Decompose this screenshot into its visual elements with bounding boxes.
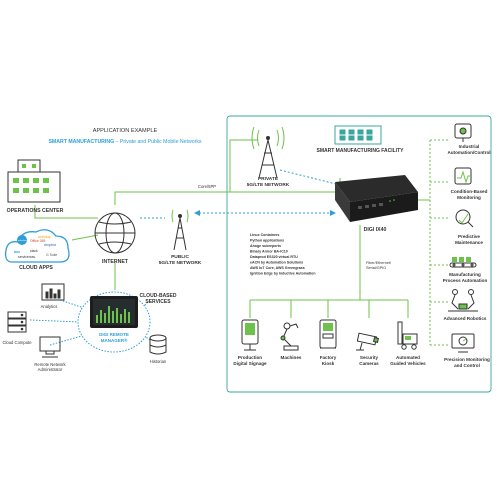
cloud-logo-salesforce: salesforce [18, 239, 29, 242]
cloud-logo-workday: workday [38, 235, 51, 239]
public-tower-icon [171, 209, 189, 251]
cloud-services-oval [77, 291, 151, 353]
security-camera-icon [356, 332, 379, 351]
cloud-logo-servicenow: servicenow. [18, 255, 36, 259]
outcome-label-4b: Process Automation [443, 278, 488, 283]
drm-label-1: DIGI REMOTE [99, 332, 129, 337]
internet-to-core-line [114, 178, 341, 205]
cloud-to-internet-line [71, 234, 99, 241]
asset-label-cameras-2: Cameras [359, 361, 379, 366]
operations-center-label: OPERATIONS CENTER [7, 208, 64, 214]
feature-item: Binary Armor BA-IC10 [250, 250, 288, 254]
cloud-services-label-1: CLOUD-BASED [140, 293, 177, 299]
fiber-label-2: Serial/GPIO [366, 266, 386, 270]
digital-signage-icon [241, 319, 259, 351]
asset-label-signage-1: Production [238, 355, 262, 360]
device-label: DIGI IX40 [364, 227, 387, 233]
arrowheads [194, 210, 336, 216]
header-line2: SMART MANUFACTURING – Private and Public… [48, 139, 201, 145]
outcome-label-4a: Manufacturing [449, 272, 481, 277]
cloud-logo-dropbox: dropbox [44, 243, 57, 247]
outcome-label-3b: Maintenance [455, 240, 483, 245]
operations-center-icon [7, 159, 61, 203]
machine-robot-arm-icon [280, 322, 299, 351]
agv-vehicle-icon [397, 321, 418, 350]
cloud-logos: box salesforce Office 365 dropbox servic… [14, 235, 57, 259]
asset-label-kiosk-1: Factory [320, 355, 337, 360]
feature-item: Dataprod ES320 virtual RTU [250, 255, 298, 259]
asset-label-signage-2: Digital Signage [233, 361, 267, 366]
feature-item: Ignition Edge by Inductive Automation [250, 272, 316, 276]
cloud-logo-office: Office 365 [30, 239, 46, 243]
cloud-logo-gsuite: G Suite [46, 253, 57, 257]
predictive-maintenance-icon [455, 209, 474, 228]
outcome-label-2b: Monitoring [457, 195, 481, 200]
cloud-apps-label: CLOUD APPS [19, 265, 53, 271]
services-dotted-lines [29, 299, 151, 346]
feature-item: eACN by Automation Solutions [250, 261, 303, 265]
header-line1: APPLICATION EXAMPLE [93, 128, 158, 134]
cloud-logo-box: box [14, 250, 20, 254]
public-network-label-1: PUBLIC [171, 254, 189, 260]
asset-label-kiosk-2: Kiosk [322, 361, 335, 366]
advanced-robotics-icon [448, 289, 478, 312]
cloud-compute-label: Cloud Compute [2, 340, 32, 345]
outcome-label-1b: Automation/Control [447, 150, 490, 155]
analytics-icon [41, 283, 65, 301]
database-icon [149, 334, 167, 355]
asset-label-agv-1: Automated [396, 355, 420, 360]
admin-computer-icon [39, 336, 61, 358]
digi-ix40-device-icon [335, 175, 418, 222]
facility-icon [334, 125, 382, 145]
facility-border [226, 115, 492, 393]
ops-to-internet-line [34, 205, 98, 219]
asset-label-cameras-1: Security [360, 355, 379, 360]
industrial-automation-icon [454, 123, 472, 142]
historian-label: Historian [150, 359, 167, 364]
feature-item: Linux Containers [250, 233, 279, 237]
core-5pp-label: Core/5PP [198, 184, 216, 189]
cloud-services-label-2: SERVICES [145, 299, 171, 305]
outcome-label-5: Advanced Robotics [444, 316, 487, 321]
server-icon [7, 311, 27, 333]
internet-label: INTERNET [102, 259, 129, 265]
remote-admin-label-1: Remote Network [34, 362, 66, 367]
internet-globe-icon [94, 212, 136, 254]
outcome-label-1a: Industrial [459, 144, 480, 149]
analytics-label: Analytics [41, 304, 58, 309]
feature-item: Ahoge subreports [250, 244, 281, 248]
outcome-label-2a: Condition-Based [451, 189, 488, 194]
asset-label-agv-2: Guided Vehicles [390, 361, 426, 366]
cloud-logo-slack: slack [30, 249, 38, 253]
feature-list: Linux Containers Python applications Aho… [250, 233, 316, 276]
drm-label-2: MANAGER® [101, 337, 128, 343]
private-network-label-2: 5G/LTE NETWORK [247, 182, 290, 188]
header-line2-strong: SMART MANUFACTURING [48, 139, 114, 145]
precision-monitoring-icon [451, 333, 475, 353]
fiber-label-1: Fiber/Ethernet/ [366, 261, 392, 265]
core-to-tower-line [229, 139, 258, 192]
outcome-label-6a: Precision Monitoring [444, 357, 490, 362]
asset-label-machines: Machines [281, 355, 302, 360]
outcome-label-3a: Predictive [458, 234, 480, 239]
cloud-apps-icon [4, 229, 70, 263]
private-tower-icon [251, 126, 285, 179]
process-automation-icon [449, 257, 477, 268]
outcome-label-6b: and Control [454, 363, 480, 368]
feature-item: Python applications [250, 239, 284, 243]
remote-admin-label-2: Administrator [38, 367, 63, 372]
header-line2-rest: – Private and Public Mobile Networks [114, 139, 202, 145]
facility-label: SMART MANUFACTURING FACILITY [317, 148, 405, 154]
condition-monitoring-icon [454, 167, 472, 185]
private-network-label-1: PRIVATE [258, 176, 279, 182]
public-network-label-2: 5G/LTE NETWORK [159, 260, 202, 266]
factory-kiosk-icon [319, 319, 337, 349]
feature-item: AWS IoT Core, AWS Greengrass [250, 266, 305, 270]
